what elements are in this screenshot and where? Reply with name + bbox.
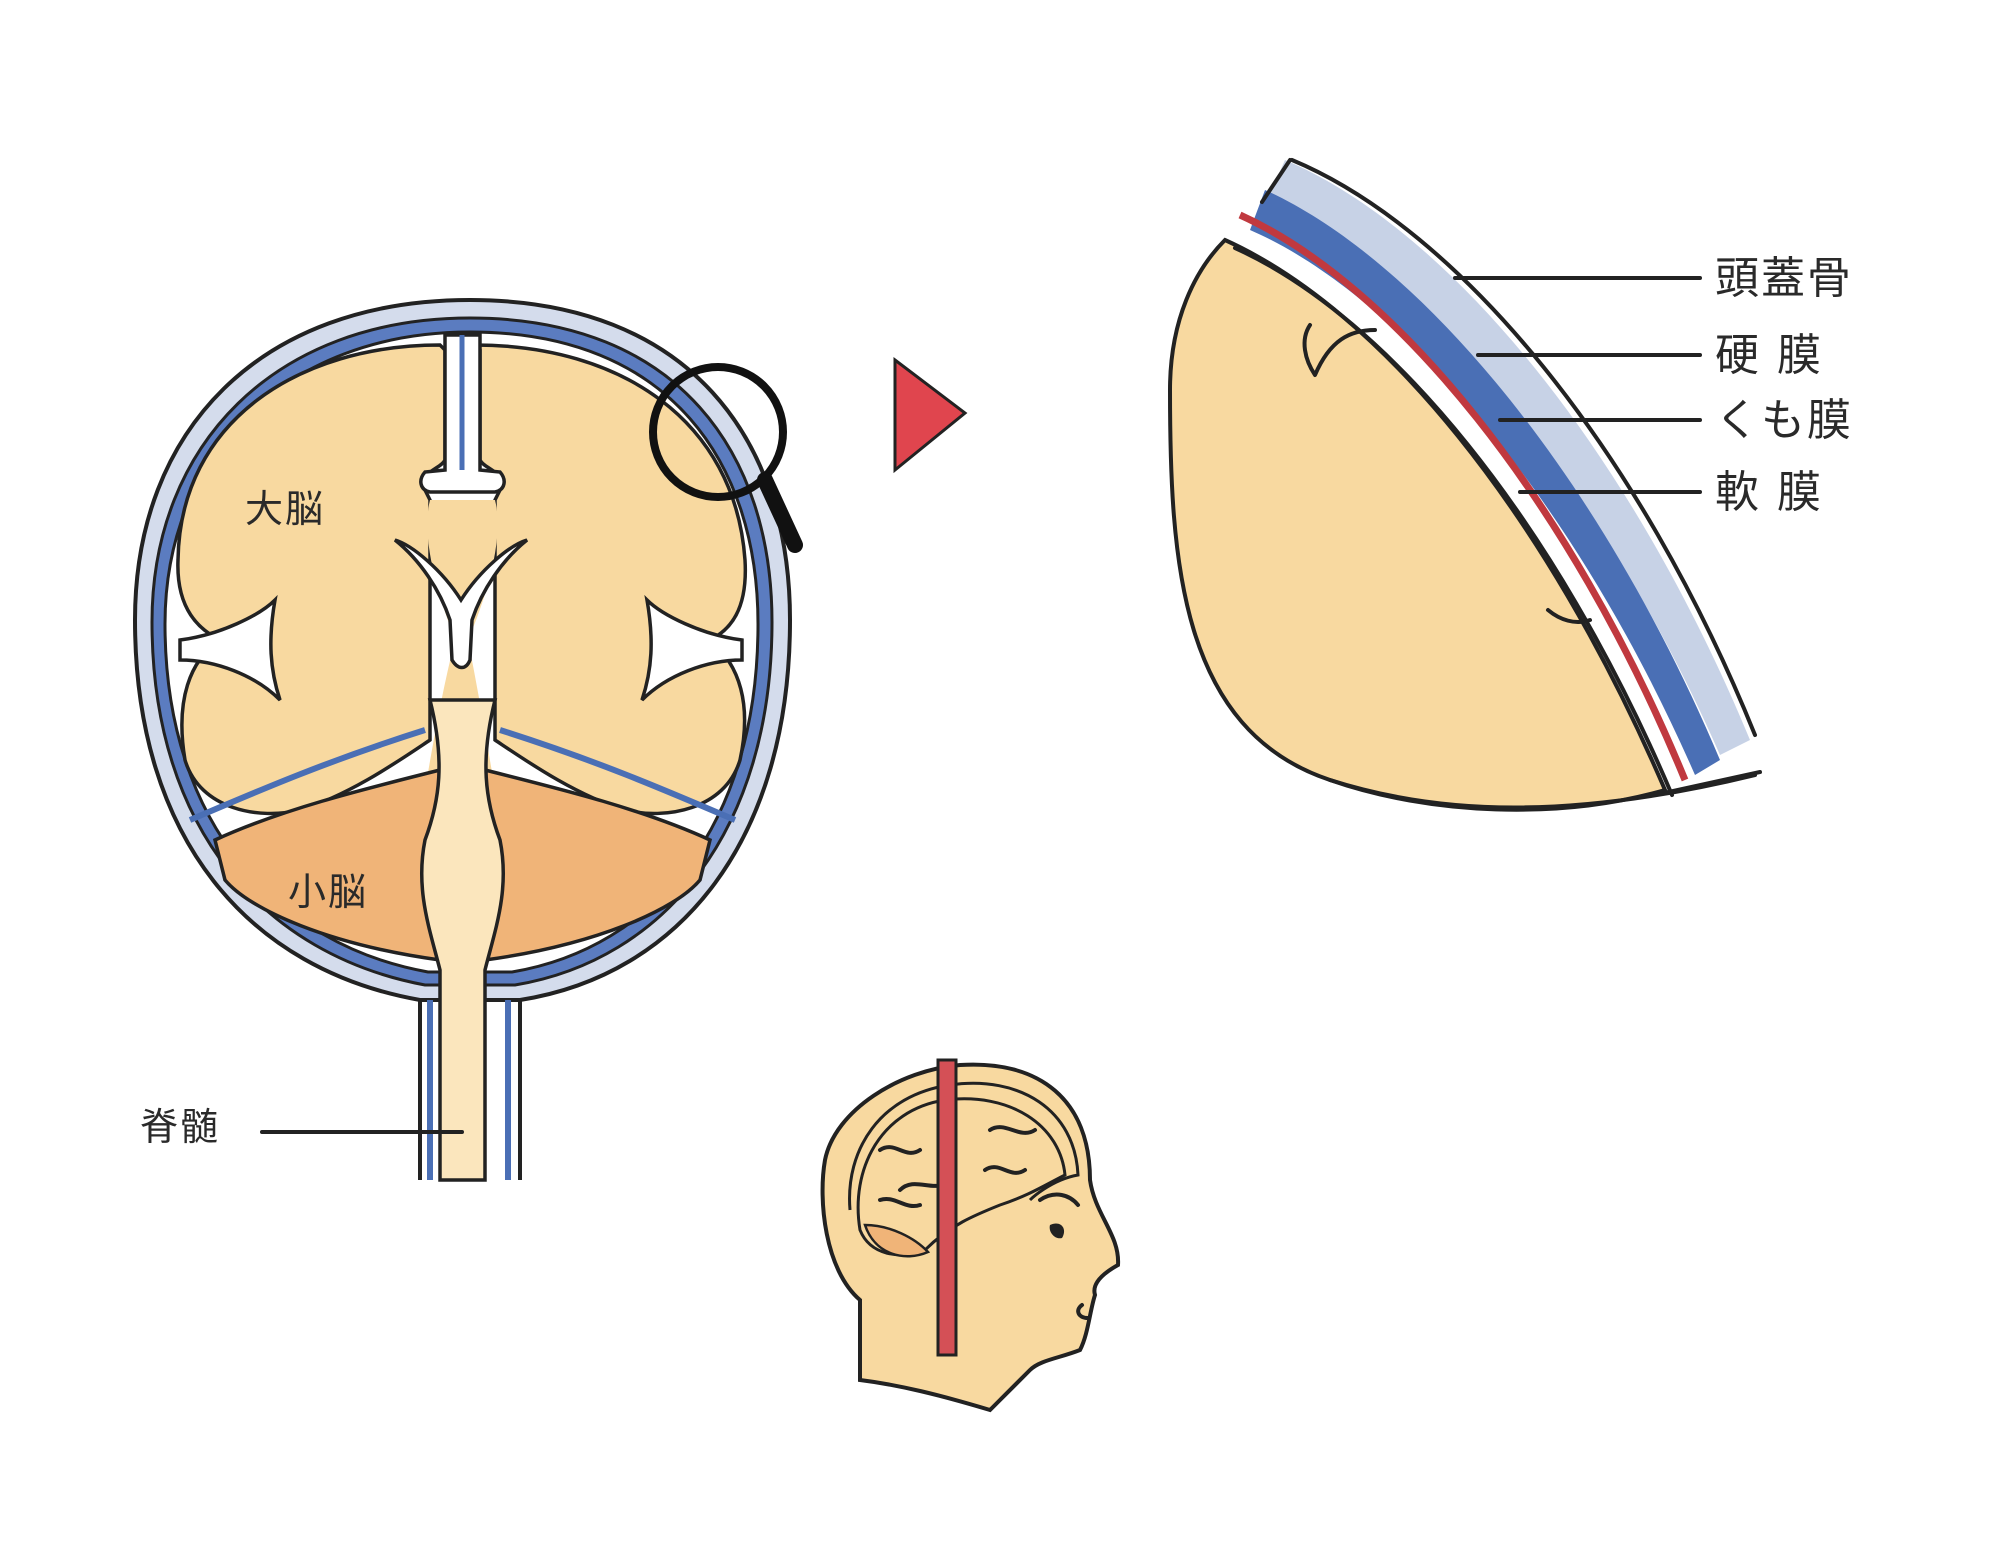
tentorium-right	[499, 727, 737, 823]
tentorium-left	[188, 727, 426, 823]
left-lateral-sulcus	[178, 594, 282, 702]
pia-label: 軟 膜	[1715, 467, 1823, 518]
head-orientation-icon	[820, 1058, 1121, 1413]
arachnoid-line	[1238, 211, 1689, 782]
cerebrum-label: 大脳	[245, 487, 325, 531]
eye-icon	[1049, 1223, 1065, 1239]
section-plane-line	[936, 1058, 958, 1357]
spinal-cord-label: 脊髄	[140, 1105, 220, 1149]
skull-label: 頭蓋骨	[1715, 253, 1853, 304]
brainstem	[419, 698, 506, 1182]
cerebellum-small	[863, 1223, 931, 1258]
right-lateral-sulcus	[640, 594, 744, 702]
cerebrum-left-hemisphere	[176, 343, 447, 816]
lateral-ventricles	[393, 538, 529, 670]
meninges-magnified-view: 頭蓋骨 硬 膜 くも膜 軟 膜	[1167, 158, 1853, 812]
triangle-right-icon	[893, 356, 968, 474]
dura-label: 硬 膜	[1715, 330, 1823, 381]
arachnoid-label: くも膜	[1715, 395, 1853, 446]
magnifying-glass-icon	[649, 363, 803, 553]
skull-outline-small	[848, 1081, 1080, 1211]
brain-coronal-section: 大脳 小脳 脊髄	[132, 297, 793, 1182]
cerebrum-right-hemisphere	[470, 343, 748, 816]
cerebellum-label: 小脳	[288, 870, 368, 914]
